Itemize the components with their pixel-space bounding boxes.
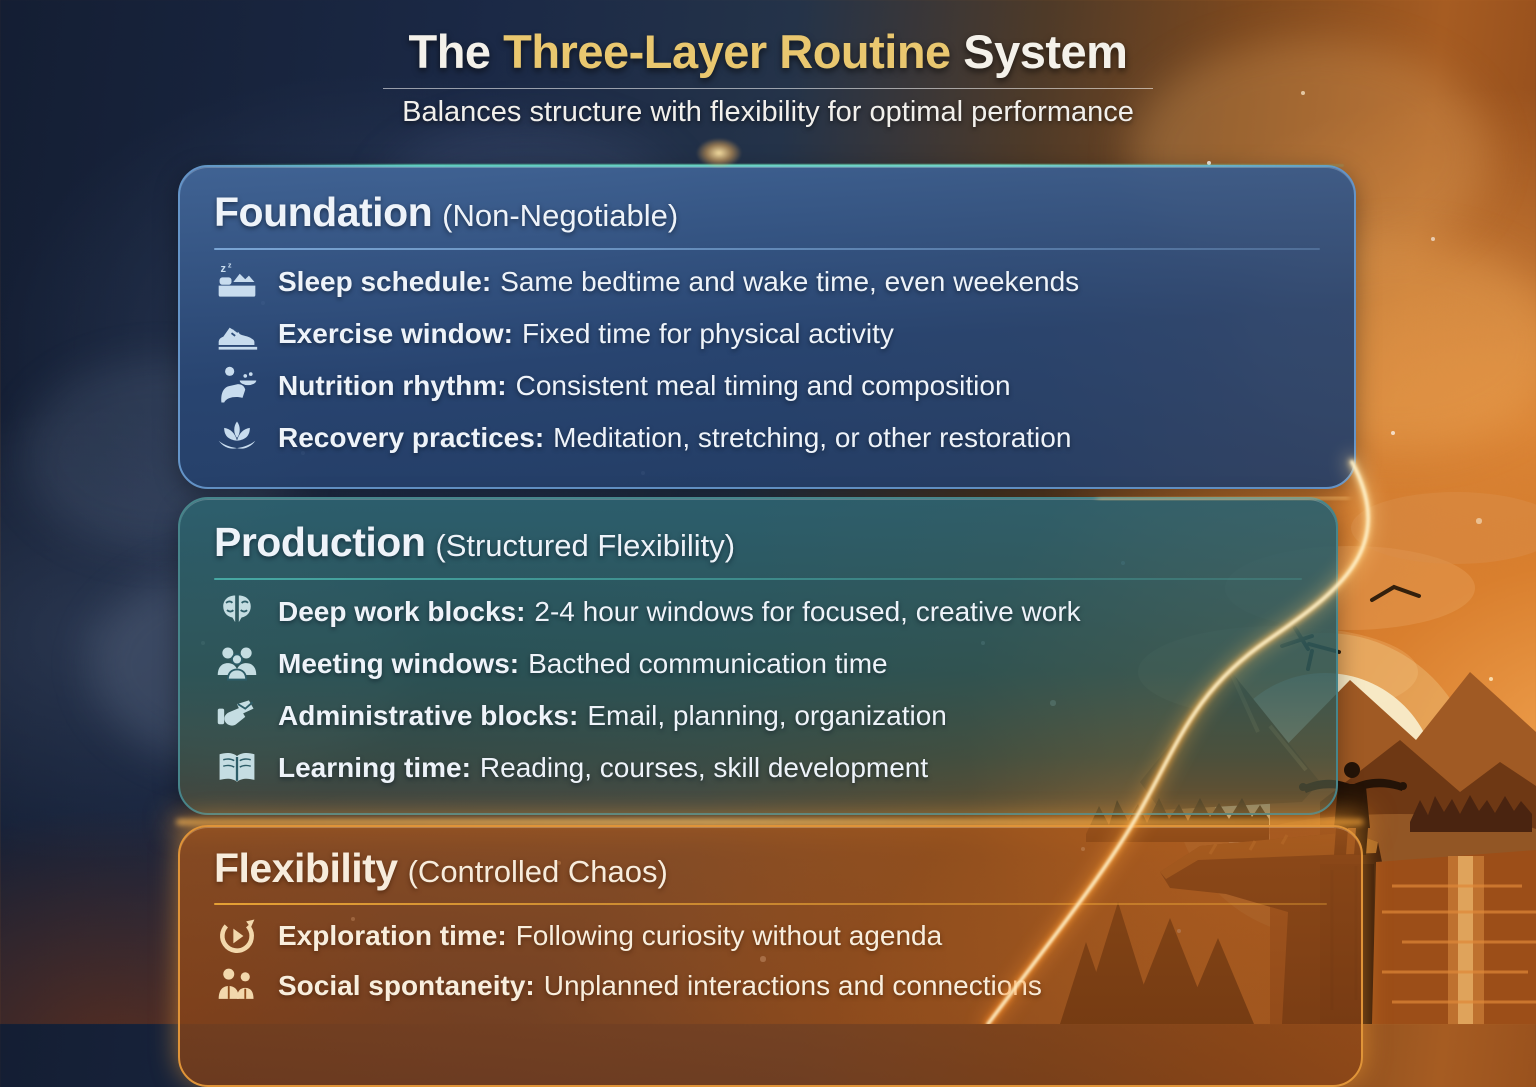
title-accent: Three-Layer Routine (503, 25, 951, 78)
hand-document-icon (214, 693, 260, 739)
list-item: Learning time:Reading, courses, skill de… (214, 742, 1302, 794)
list-item-text: Learning time:Reading, courses, skill de… (278, 752, 929, 783)
page-title: The Three-Layer Routine System (0, 24, 1536, 79)
panel-production: Production (Structured Flexibility) Deep … (178, 497, 1338, 815)
list-item: z z Sleep schedule:Same bedtime and wake… (214, 256, 1320, 308)
panel-flexibility-title: Flexibility (214, 845, 398, 891)
list-item: Administrative blocks:Email, planning, o… (214, 690, 1302, 742)
panel-production-title: Production (214, 519, 426, 565)
exploration-compass-icon (214, 913, 260, 959)
title-divider (383, 88, 1153, 89)
header: The Three-Layer Routine System Balances … (0, 0, 1536, 129)
panel-foundation-header: Foundation (Non-Negotiable) (214, 167, 1320, 236)
list-item-text: Administrative blocks:Email, planning, o… (278, 700, 947, 731)
list-item: Deep work blocks:2-4 hour windows for fo… (214, 586, 1302, 638)
list-item: Meeting windows:Bacthed communication ti… (214, 638, 1302, 690)
panel-foundation-title: Foundation (214, 189, 433, 235)
panel-foundation: Foundation (Non-Negotiable) z z Sleep sch… (178, 165, 1356, 489)
list-item: Exercise window:Fixed time for physical … (214, 308, 1320, 360)
open-book-icon (214, 745, 260, 791)
flexibility-top-glow (176, 819, 1364, 825)
title-prefix: The (408, 25, 504, 78)
list-item-text: Exploration time:Following curiosity wit… (278, 920, 943, 951)
panel-flexibility: Flexibility (Controlled Chaos) Exploratio… (178, 825, 1363, 1087)
list-item: Recovery practices:Meditation, stretchin… (214, 412, 1320, 464)
list-item-text: Exercise window:Fixed time for physical … (278, 318, 894, 349)
list-item-text: Sleep schedule:Same bedtime and wake tim… (278, 266, 1080, 297)
people-group-icon (214, 641, 260, 687)
panel-production-qualifier: (Structured Flexibility) (435, 528, 736, 563)
panel-foundation-divider (214, 248, 1320, 250)
panel-production-list: Deep work blocks:2-4 hour windows for fo… (214, 586, 1302, 794)
running-shoe-icon (214, 311, 260, 357)
panel-foundation-list: z z Sleep schedule:Same bedtime and wake… (214, 256, 1320, 464)
list-item: Social spontaneity:Unplanned interaction… (214, 961, 1327, 1011)
eating-person-icon (214, 363, 260, 409)
infographic-canvas: { "header": { "title_prefix": "The ", "t… (0, 0, 1536, 1024)
page-subtitle: Balances structure with flexibility for … (402, 96, 1134, 128)
panel-foundation-qualifier: (Non-Negotiable) (442, 198, 679, 233)
panel-flexibility-divider (214, 903, 1327, 905)
panel-production-divider (214, 578, 1302, 580)
svg-text:z: z (228, 260, 232, 269)
list-item: Nutrition rhythm:Consistent meal timing … (214, 360, 1320, 412)
panel-production-header: Production (Structured Flexibility) (214, 499, 1302, 566)
list-item-text: Nutrition rhythm:Consistent meal timing … (278, 370, 1011, 401)
sleep-bed-icon: z z (214, 259, 260, 305)
title-suffix: System (950, 25, 1128, 78)
panel-flexibility-list: Exploration time:Following curiosity wit… (214, 911, 1327, 1011)
list-item: Exploration time:Following curiosity wit… (214, 911, 1327, 961)
lotus-icon (214, 415, 260, 461)
brain-icon (214, 589, 260, 635)
list-item-text: Deep work blocks:2-4 hour windows for fo… (278, 596, 1081, 627)
list-item-text: Meeting windows:Bacthed communication ti… (278, 648, 888, 679)
panel-flexibility-header: Flexibility (Controlled Chaos) (214, 827, 1327, 892)
list-item-text: Social spontaneity:Unplanned interaction… (278, 970, 1042, 1001)
panel-flexibility-qualifier: (Controlled Chaos) (407, 854, 668, 889)
list-item-text: Recovery practices:Meditation, stretchin… (278, 422, 1072, 453)
svg-text:z: z (221, 263, 227, 275)
two-people-icon (214, 963, 260, 1009)
lake-reflection (1372, 850, 1536, 1024)
